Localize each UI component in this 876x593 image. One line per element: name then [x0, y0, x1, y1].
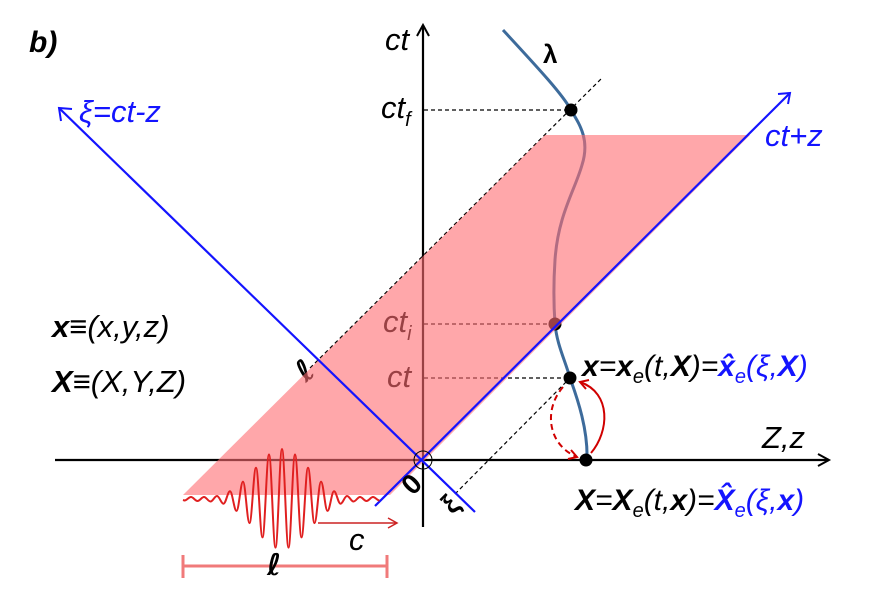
lagrangian-mapping-equation: X=Xe(t,x)=X̂e(ξ,x)	[573, 483, 804, 522]
ct-plus-z-axis-label: ct+z	[765, 118, 823, 153]
eulerian-to-lagrangian-arrow	[549, 386, 578, 458]
lagrangian-to-eulerian-arrow	[579, 381, 606, 454]
xi-projection-dashed	[454, 377, 571, 495]
ct-plus-z-axis-line	[374, 92, 791, 507]
eulerian-coords-definition: x≡(x,y,z)	[50, 309, 169, 344]
band-edge-dashed	[309, 77, 603, 369]
ct-axis-arrowhead-icon	[416, 22, 430, 37]
solid-arrowhead-icon	[578, 379, 590, 390]
pulse-speed-label: c	[349, 522, 365, 557]
worldline-label: λ	[543, 39, 558, 69]
lagrangian-coords-definition: X≡(X,Y,Z)	[50, 364, 186, 399]
z-axis-event-dot	[579, 453, 593, 467]
pulse-length-label: ℓ	[266, 548, 281, 583]
xi-axis-label: ξ=ct-z	[79, 94, 161, 129]
xi-axis-line	[58, 107, 476, 513]
origin-circle-icon	[413, 450, 433, 470]
eulerian-mapping-equation: x=xe(t,X)=x̂e(ξ,X)	[580, 350, 808, 388]
ct-f-label: ctf	[381, 90, 413, 131]
ct-event-dot	[563, 371, 577, 385]
pulse-band-region	[183, 135, 750, 495]
z-axis-label: Z,z	[761, 420, 806, 455]
panel-label: b)	[29, 26, 57, 59]
z-axis-arrowhead-icon	[817, 453, 832, 467]
wave-packet-pulse	[182, 447, 380, 549]
dashed-arrowhead-icon	[567, 449, 579, 460]
velocity-arrowhead-icon	[387, 517, 399, 529]
xi-axis-xi-mark: ξ	[435, 488, 466, 519]
ct-plus-z-arrowhead-icon	[777, 91, 792, 105]
ct-f-event-dot	[564, 103, 578, 117]
ct-axis-label: ct	[385, 22, 411, 57]
xi-axis-arrowhead-icon	[57, 106, 73, 122]
